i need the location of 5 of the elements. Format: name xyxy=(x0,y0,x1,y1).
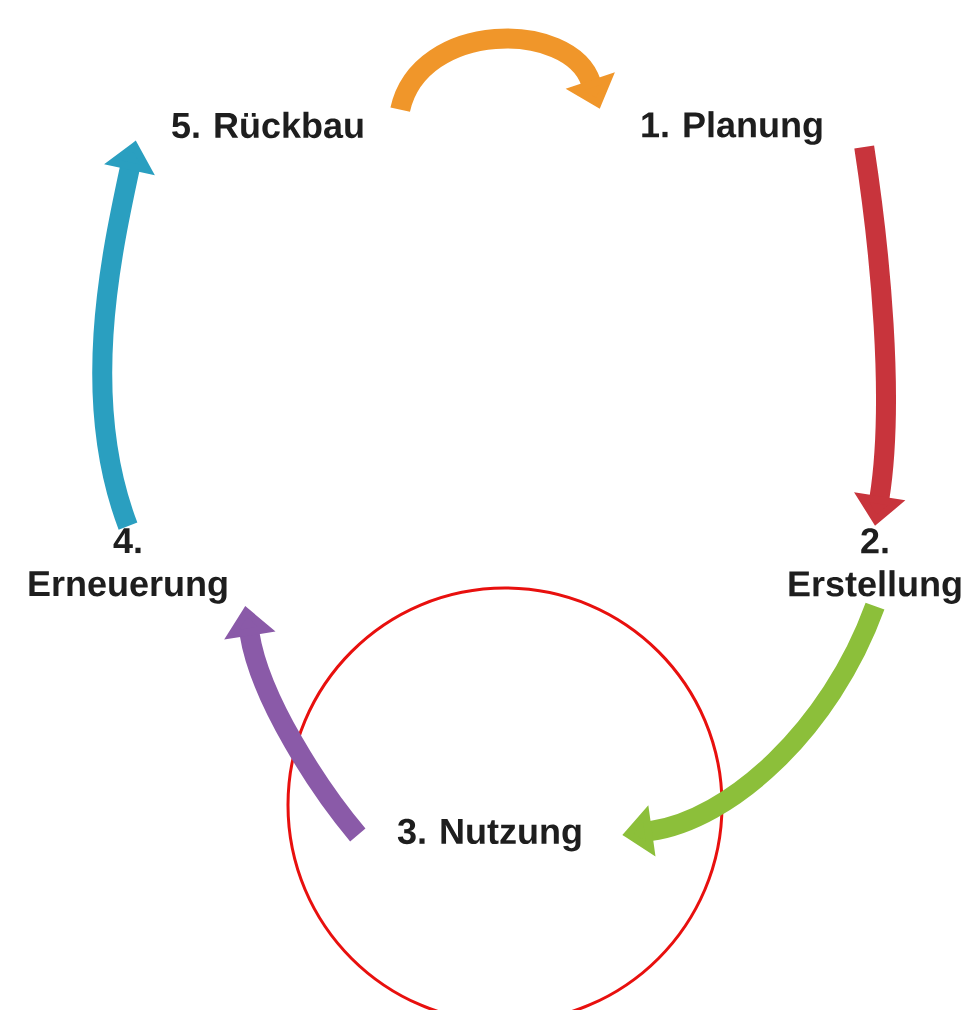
step-label: 2. Erstellung xyxy=(789,528,961,604)
step-label: 1. Planung xyxy=(642,111,822,145)
step-label: 3. Nutzung xyxy=(397,818,581,852)
step-label: 5. Rückbau xyxy=(172,111,363,139)
step-label: 4. Erneuerung xyxy=(29,528,227,604)
